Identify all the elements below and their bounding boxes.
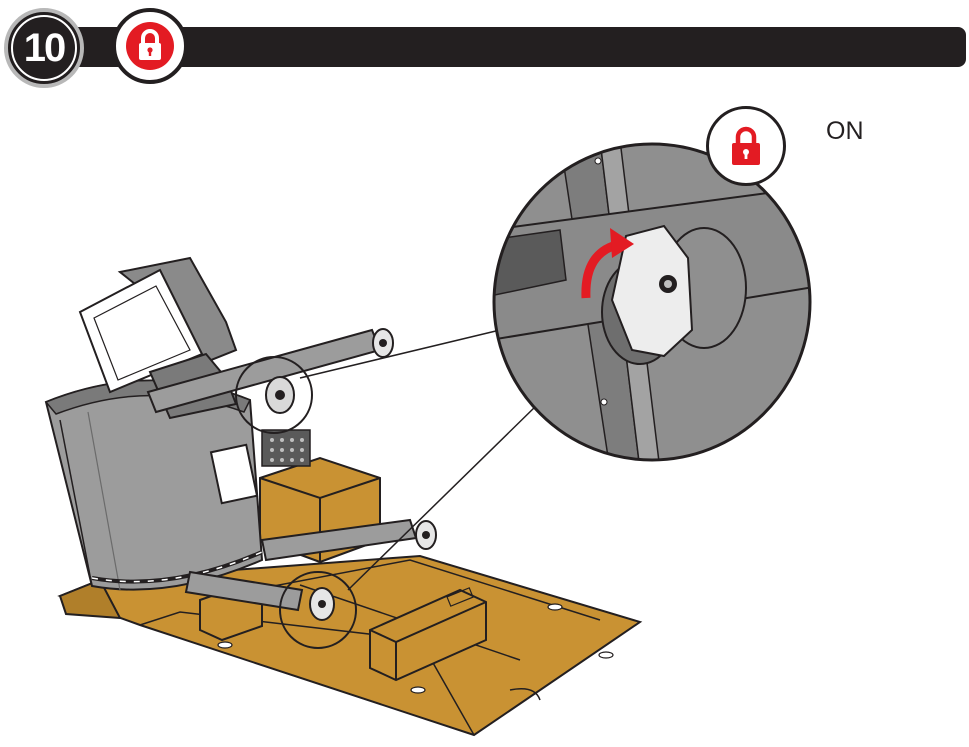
padlock-locked-icon xyxy=(732,126,760,165)
header-lock-badge xyxy=(112,8,188,84)
lock-state-label: ON xyxy=(826,117,864,145)
upper-caster-lock xyxy=(265,376,295,414)
step-number-badge: 10 xyxy=(4,8,84,88)
lower-rollers xyxy=(184,518,437,621)
leader-line-lower xyxy=(347,403,539,591)
highlight-circle-lower xyxy=(279,571,357,649)
detail-magnified-view xyxy=(494,144,810,460)
padlock-locked-icon xyxy=(126,22,174,70)
machine-body xyxy=(44,379,311,591)
detail-circle-border xyxy=(492,142,812,462)
upper-roller xyxy=(146,328,394,414)
highlight-circle-upper xyxy=(235,356,313,434)
step-number: 10 xyxy=(23,25,66,70)
step-number-ring: 10 xyxy=(11,15,77,81)
header-bar xyxy=(40,27,966,67)
leader-line-upper xyxy=(299,329,501,379)
detail-lock-badge xyxy=(706,106,786,186)
